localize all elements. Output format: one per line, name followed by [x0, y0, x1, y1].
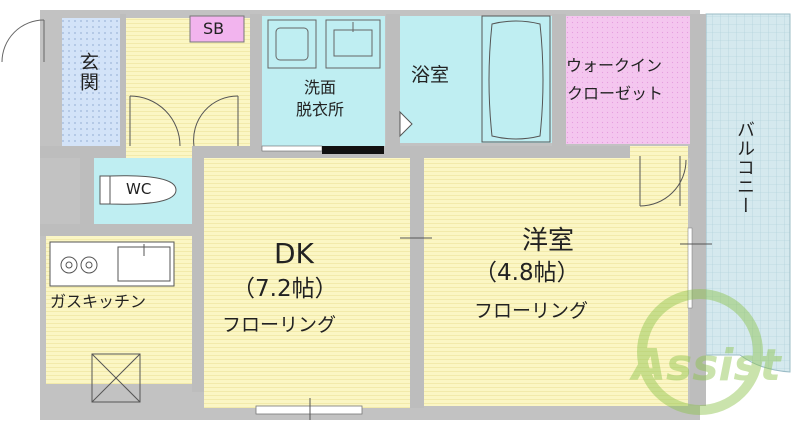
closet-door	[639, 156, 687, 207]
bath-label: 浴室	[411, 64, 450, 86]
western-floor	[424, 158, 688, 406]
storage-box	[91, 353, 141, 403]
washroom-label-1: 洗面	[304, 78, 337, 97]
western-size-label: （4.8帖）	[474, 260, 580, 286]
western-name-label: 洋室	[522, 226, 575, 256]
sb-box	[189, 15, 245, 43]
dk-floor-label: フローリング	[222, 314, 337, 336]
hall-doors	[129, 95, 239, 147]
dk-floor	[204, 158, 410, 408]
western-floor-label: フローリング	[474, 300, 589, 322]
bathtub	[399, 15, 551, 143]
balcony	[705, 13, 791, 373]
walkin-floor	[566, 16, 690, 144]
assist-watermark: Assist	[629, 289, 783, 415]
washroom-floor	[262, 16, 385, 146]
washroom-label-2: 脱衣所	[296, 100, 345, 119]
bath-floor	[400, 16, 552, 143]
entrance-floor	[62, 18, 120, 146]
entrance-label: 玄関	[77, 52, 99, 92]
entrance-door	[1, 19, 45, 63]
walkin-label-2: クローゼット	[567, 84, 664, 103]
gas-kitchen-label: ガスキッチン	[50, 292, 147, 311]
toilet	[99, 175, 177, 205]
svg-text:Assist: Assist	[629, 340, 783, 391]
washroom-fixtures	[267, 19, 381, 69]
dk-size-label: （7.2帖）	[232, 276, 338, 302]
dk-name-label: DK	[274, 237, 314, 270]
sliding-doors	[309, 237, 712, 420]
sb-label: SB	[203, 19, 225, 38]
kitchen-counter	[49, 241, 175, 287]
balcony-label: バルコニー	[734, 120, 755, 215]
wc-label: WC	[126, 180, 152, 198]
walkin-label-1: ウォークイン	[566, 56, 663, 75]
